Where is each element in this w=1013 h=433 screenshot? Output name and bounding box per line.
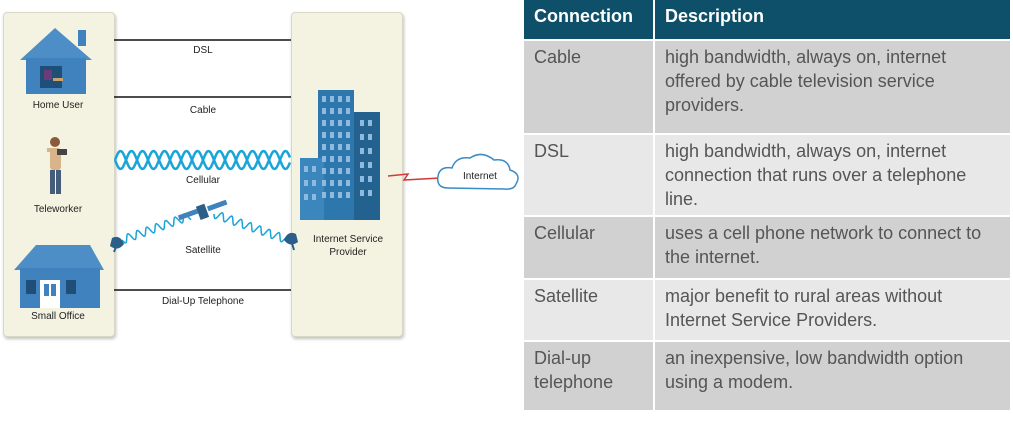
satellite-label: Satellite [185, 245, 221, 256]
description-cell: uses a cell phone network to connect to … [655, 215, 1010, 278]
network-diagram [14, 28, 519, 308]
cable-label: Cable [189, 105, 217, 116]
cellular-wave [113, 149, 292, 171]
internet-cloud-icon [436, 153, 519, 190]
satellite-icon [177, 199, 228, 221]
home-user-label: Home User [32, 100, 84, 111]
isp-label-line2: Provider [329, 247, 367, 258]
header-connection: Connection [524, 0, 655, 39]
dish-icon-left [110, 236, 124, 253]
table-header-row: Connection Description [524, 0, 1010, 39]
table-row: Cable high bandwidth, always on, interne… [524, 39, 1010, 133]
connection-cell: Cellular [524, 215, 655, 278]
header-description: Description [655, 0, 1010, 39]
isp-label-line1: Internet Service [312, 234, 384, 245]
satellite-wave [121, 211, 290, 244]
description-cell: an inexpensive, low bandwidth option usi… [655, 340, 1010, 410]
table-row: Cellular uses a cell phone network to co… [524, 215, 1010, 278]
description-cell: major benefit to rural areas without Int… [655, 278, 1010, 340]
connection-cell: DSL [524, 133, 655, 215]
isp-building-icon [300, 90, 380, 220]
dsl-label: DSL [193, 45, 213, 56]
dialup-label: Dial-Up Telephone [161, 296, 245, 307]
connection-cell: Dial-up telephone [524, 340, 655, 410]
internet-label: Internet [463, 171, 497, 182]
small-office-label: Small Office [31, 311, 85, 322]
house-icon [20, 28, 92, 94]
internet-link [387, 173, 441, 181]
description-cell: high bandwidth, always on, internet offe… [655, 39, 1010, 133]
table-row: Satellite major benefit to rural areas w… [524, 278, 1010, 340]
cellular-label: Cellular [186, 175, 220, 186]
connection-cell: Cable [524, 39, 655, 133]
table-row: Dial-up telephone an inexpensive, low ba… [524, 340, 1010, 410]
teleworker-icon [47, 137, 67, 194]
connection-table: Connection Description Cable high bandwi… [524, 0, 1010, 410]
description-cell: high bandwidth, always on, internet conn… [655, 133, 1010, 215]
dish-icon-right [284, 232, 298, 251]
office-icon [14, 245, 104, 308]
connection-cell: Satellite [524, 278, 655, 340]
teleworker-label: Teleworker [33, 204, 83, 215]
table-row: DSL high bandwidth, always on, internet … [524, 133, 1010, 215]
